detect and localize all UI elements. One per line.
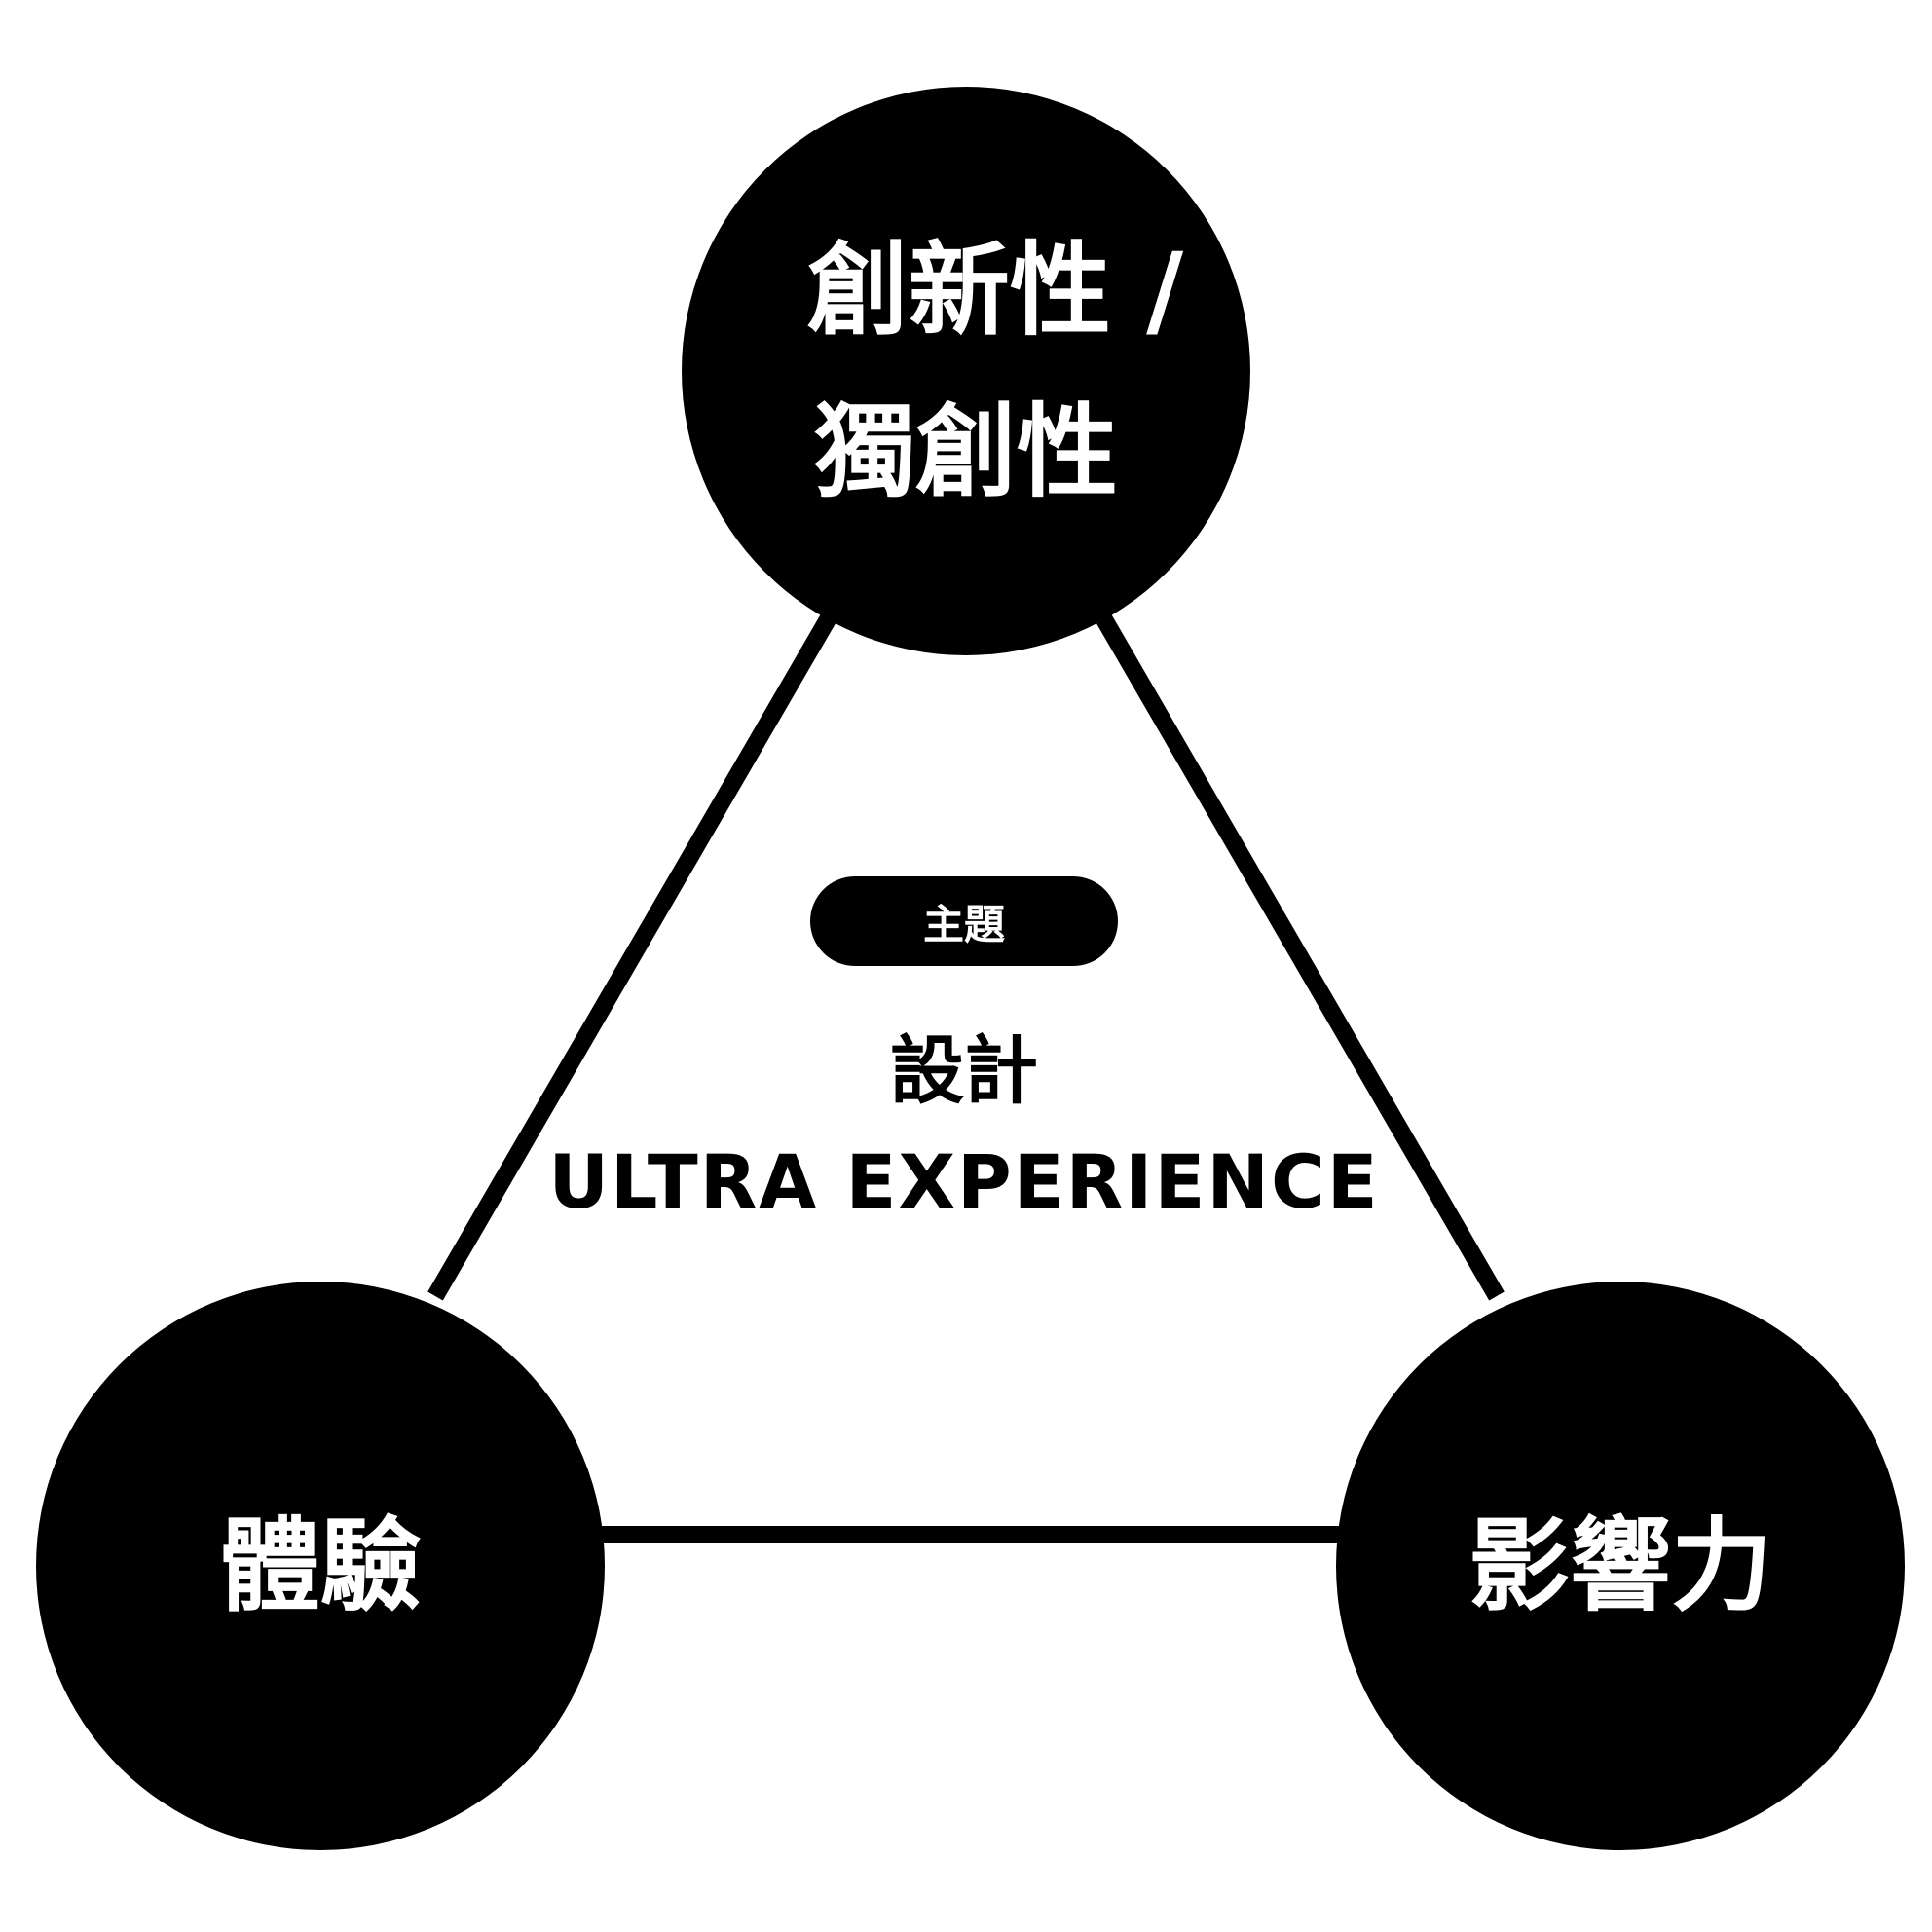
- center-topic: 主題 設計 ULTRA EXPERIENCE: [548, 876, 1378, 1222]
- node-innovation-label-line-2: 獨創性: [813, 392, 1118, 511]
- topic-badge: 主題: [810, 876, 1118, 966]
- node-influence-label: 影響力: [1468, 1505, 1772, 1625]
- topic-subject: 設計: [890, 1027, 1038, 1114]
- topic-title: ULTRA EXPERIENCE: [548, 1137, 1380, 1225]
- node-experience: 體驗: [36, 1282, 605, 1850]
- node-experience-label: 體驗: [218, 1505, 422, 1625]
- node-influence: 影響力: [1336, 1282, 1905, 1850]
- edge-top-to-left: [427, 610, 838, 1301]
- edge-top-to-right: [1094, 610, 1505, 1301]
- node-innovation: 創新性 / 獨創性: [682, 87, 1250, 655]
- node-innovation-label-line-1: 創新性 /: [806, 230, 1184, 350]
